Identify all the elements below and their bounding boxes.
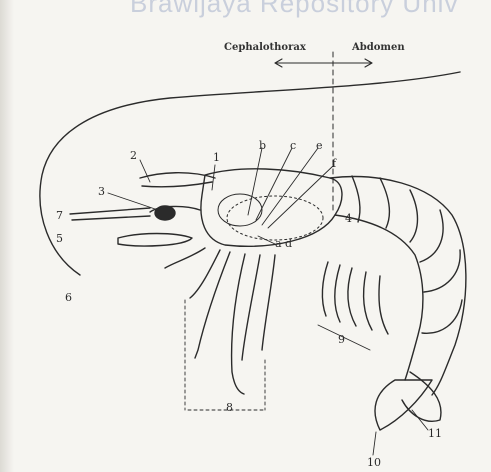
label-e: e: [316, 140, 323, 151]
bracket-8: [185, 300, 265, 410]
segment-5: [424, 250, 460, 292]
abdomen-dorsal: [330, 177, 466, 395]
carapace: [201, 169, 342, 246]
pleopod-3: [348, 268, 356, 326]
leader-e: [262, 148, 318, 225]
pleopod-1: [322, 262, 328, 316]
label-c: c: [290, 140, 296, 151]
label-4: 4: [345, 213, 352, 224]
abdomen-label: Abdomen: [352, 43, 405, 53]
segment-1: [352, 176, 360, 222]
walking-leg-2: [195, 252, 230, 358]
antennal-scale: [118, 234, 192, 247]
antenna: [40, 72, 460, 275]
maxilliped: [165, 248, 205, 268]
segment-2: [380, 178, 389, 228]
walking-leg-3: [232, 254, 245, 394]
label-1: 1: [213, 152, 220, 163]
leader-f: [268, 165, 334, 228]
segment-6: [422, 300, 462, 333]
pleopod-5: [379, 276, 388, 334]
label-2: 2: [130, 150, 137, 161]
hepatopancreas-outline: [227, 196, 323, 240]
label-b: b: [259, 140, 266, 151]
pleopod-2: [335, 265, 340, 322]
leader-3: [108, 193, 158, 210]
label-7: 7: [56, 210, 63, 221]
telson: [375, 380, 432, 430]
segment-3: [410, 190, 418, 242]
cephalothorax-label: Cephalothorax: [224, 43, 306, 53]
leader-10: [373, 432, 376, 455]
label-3: 3: [98, 186, 105, 197]
label-8: 8: [226, 402, 233, 413]
label-9: 9: [338, 334, 345, 345]
label-6: 6: [65, 292, 72, 303]
segment-4: [420, 210, 443, 262]
stomach-outline: [218, 194, 262, 226]
walking-leg-4: [242, 255, 260, 360]
label-11: 11: [428, 428, 442, 439]
antennule: [70, 208, 150, 220]
pleopod-4: [364, 272, 372, 330]
leader-ad: [258, 236, 275, 244]
label-a-d: a d: [275, 238, 292, 249]
label-5: 5: [56, 233, 63, 244]
walking-leg-5: [262, 255, 275, 350]
label-f: f: [332, 158, 336, 169]
label-10: 10: [367, 457, 381, 468]
leader-b: [248, 148, 262, 215]
leader-2: [140, 160, 150, 182]
